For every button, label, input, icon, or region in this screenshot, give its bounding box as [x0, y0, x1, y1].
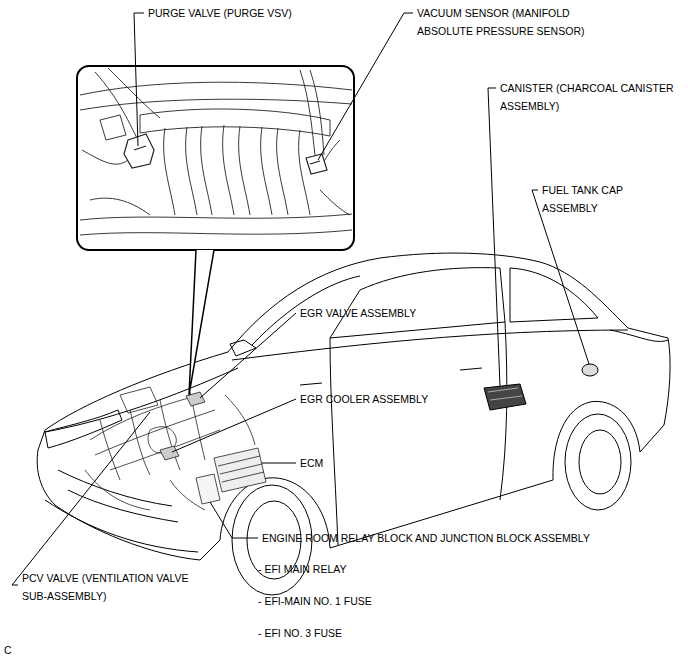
part-label: PURGE VALVE (PURGE VSV) — [148, 4, 292, 22]
leader-line — [318, 13, 413, 160]
part-label: EGR COOLER ASSEMBLY — [300, 390, 428, 408]
grille — [45, 470, 198, 552]
car-body — [37, 253, 670, 560]
canister-detail — [488, 388, 522, 400]
leader-line — [200, 313, 296, 398]
plenum — [140, 109, 330, 136]
part-label: PCV VALVE (VENTILATION VALVE SUB-ASSEMBL… — [22, 569, 212, 605]
fuel-cap — [582, 364, 598, 376]
part-label: ECM — [300, 454, 323, 472]
sub-item: - EFI NO. 3 FUSE — [258, 624, 342, 642]
canister — [484, 384, 526, 410]
side-windows — [252, 268, 598, 345]
inset — [77, 66, 354, 395]
egr-parts — [160, 392, 205, 460]
engine-detail — [85, 387, 255, 510]
vacuum-sensor — [306, 154, 327, 174]
leader-line — [172, 399, 296, 452]
rear-tire — [565, 414, 631, 510]
mirror — [230, 340, 256, 356]
lower-engine — [80, 115, 352, 235]
inset-frame — [77, 66, 354, 250]
relay-block — [196, 474, 220, 504]
headlight — [45, 410, 122, 448]
leader-line — [134, 13, 144, 146]
engine-cover — [80, 82, 352, 110]
purge-valve — [124, 134, 154, 168]
part-label: CANISTER (CHARCOAL CANISTER ASSEMBLY) — [500, 79, 685, 115]
leader-line — [262, 463, 296, 464]
leader-line — [210, 502, 258, 538]
leader-line — [488, 88, 500, 386]
inset-engine — [80, 68, 352, 235]
ecm — [214, 448, 266, 492]
part-label: EGR VALVE ASSEMBLY — [300, 304, 416, 322]
leader-line — [532, 190, 589, 364]
door-lines — [300, 322, 507, 545]
inset-pointer — [189, 250, 214, 395]
car-outline — [37, 253, 670, 595]
part-label: VACUUM SENSOR (MANIFOLD ABSOLUTE PRESSUR… — [417, 4, 602, 40]
leader-lines — [12, 13, 589, 585]
leader-line — [12, 412, 150, 585]
runners — [164, 125, 310, 215]
beltline — [45, 330, 668, 432]
rear-rim — [579, 430, 621, 494]
part-label: FUEL TANK CAP ASSEMBLY — [542, 181, 642, 217]
sub-item: - EFI MAIN RELAY — [258, 560, 347, 578]
engine-bay — [85, 387, 266, 510]
figure-code: C — [4, 641, 12, 659]
canister-body — [484, 384, 526, 410]
sub-item: - EFI-MAIN NO. 1 FUSE — [258, 592, 372, 610]
part-label: ENGINE ROOM RELAY BLOCK AND JUNCTION BLO… — [262, 529, 590, 547]
